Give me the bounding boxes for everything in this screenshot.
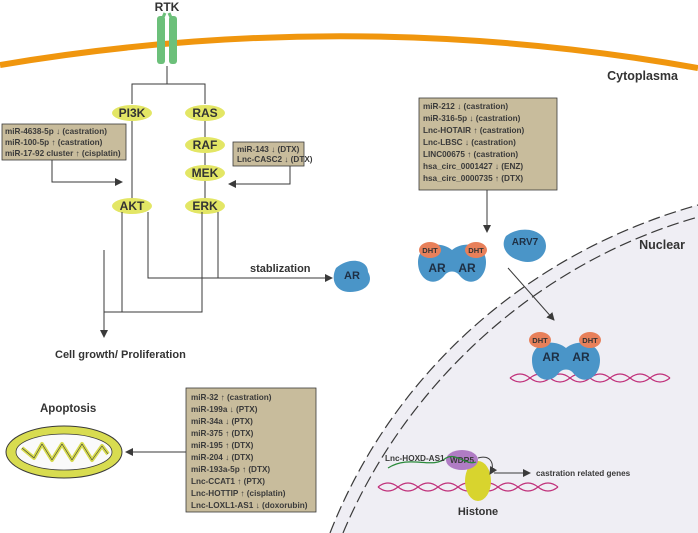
rtk-receptor-icon	[157, 12, 177, 64]
apoptosis-reg-line: miR-204 ↓ (DTX)	[191, 453, 254, 462]
node-mek-label: MEK	[192, 166, 219, 180]
ar-reg-line: miR-212 ↓ (castration)	[423, 102, 508, 111]
apoptosis-reg-line: miR-375 ↑ (DTX)	[191, 429, 254, 438]
node-raf-label: RAF	[193, 138, 218, 152]
pi3k-reg-line: miR-100-5p ↑ (castration)	[5, 138, 103, 147]
apoptosis-reg-line: miR-34a ↓ (PTX)	[191, 417, 253, 426]
apoptosis-reg-line: Lnc-LOXL1-AS1 ↓ (doxorubin)	[191, 501, 308, 510]
apoptosis-regulator-box: miR-32 ↑ (castration) miR-199a ↓ (PTX) m…	[185, 387, 317, 513]
downstream-lines	[100, 212, 333, 338]
nucleus-label: Nuclear	[639, 238, 685, 252]
ar-label: AR	[542, 350, 560, 364]
apoptosis-reg-line: Lnc-HOTTIP ↑ (cisplatin)	[191, 489, 286, 498]
node-akt: AKT	[112, 198, 152, 214]
ar-label: AR	[344, 270, 360, 282]
histone-label: Histone	[458, 506, 498, 518]
node-akt-label: AKT	[120, 199, 145, 213]
apoptosis-reg-line: miR-32 ↑ (castration)	[191, 393, 272, 402]
dht-label: DHT	[468, 246, 484, 255]
nucleus	[329, 204, 698, 533]
cell-membrane	[0, 33, 698, 71]
cell-growth-label: Cell growth/ Proliferation	[55, 349, 186, 361]
ar-label: AR	[572, 350, 590, 364]
node-pi3k: PI3K	[112, 105, 152, 121]
ar-reg-line: hsa_circ_0001427 ↓ (ENZ)	[423, 162, 523, 171]
node-raf: RAF	[185, 137, 225, 153]
dht-label: DHT	[582, 336, 598, 345]
node-pi3k-label: PI3K	[119, 106, 146, 120]
castration-genes-label: castration related genes	[536, 469, 631, 478]
lnc-hoxd-rna	[387, 456, 477, 469]
apoptosis-reg-line: miR-195 ↑ (DTX)	[191, 441, 254, 450]
pi3k-reg-line: miR-17-92 cluster ↑ (cisplatin)	[5, 149, 121, 158]
node-ras: RAS	[185, 105, 225, 121]
pathway-lines	[131, 121, 206, 198]
mek-reg-line: Lnc-CASC2 ↓ (DTX)	[237, 155, 313, 164]
dht-label: DHT	[532, 336, 548, 345]
ar-reg-line: Lnc-LBSC ↓ (castration)	[423, 138, 516, 147]
mek-regulator-box: miR-143 ↓ (DTX) Lnc-CASC2 ↓ (DTX)	[232, 141, 313, 167]
ar-dimer-dht-nucleus: DHT DHT AR AR	[529, 332, 601, 380]
mek-reg-line: miR-143 ↓ (DTX)	[237, 145, 300, 154]
apoptosis-reg-line: miR-193a-5p ↑ (DTX)	[191, 465, 270, 474]
rtk-connectors	[131, 66, 206, 104]
dht-label: DHT	[422, 246, 438, 255]
ar-reg-line: LINC00675 ↑ (castration)	[423, 150, 518, 159]
arv7-protein: ARV7	[503, 229, 546, 263]
node-erk-label: ERK	[192, 199, 218, 213]
pi3k-reg-line: miR-4638-5p ↓ (castration)	[5, 127, 107, 136]
wdr5-histone-arrow	[477, 456, 498, 475]
lnc-hoxd-label: Lnc-HOXD-AS1	[385, 454, 445, 463]
arv7-label: ARV7	[512, 237, 539, 248]
apoptosis-reg-line: Lnc-CCAT1 ↑ (PTX)	[191, 477, 265, 486]
ar-label: AR	[458, 261, 476, 275]
wdr5-label: WDR5	[450, 456, 475, 465]
ar-reg-line: hsa_circ_0000735 ↑ (DTX)	[423, 174, 523, 183]
pi3k-regulator-box: miR-4638-5p ↓ (castration) miR-100-5p ↑ …	[1, 123, 127, 161]
mek-box-arrow	[228, 166, 291, 188]
apoptosis-reg-line: miR-199a ↓ (PTX)	[191, 405, 258, 414]
mitochondrion-icon	[5, 425, 123, 479]
pi3k-box-arrow	[51, 160, 123, 186]
rtk-label: RTK	[155, 0, 180, 14]
histone-icon	[465, 461, 491, 501]
stabilization-label: stablization	[250, 263, 311, 275]
node-erk: ERK	[185, 198, 225, 214]
ar-label: AR	[428, 261, 446, 275]
ar-translocation-arrow	[507, 267, 555, 321]
cytoplasm-label: Cytoplasma	[607, 69, 679, 83]
ar-protein-cytoplasm: AR	[333, 260, 370, 292]
ar-regulator-box: miR-212 ↓ (castration) miR-316-5p ↓ (cas…	[418, 97, 558, 191]
ar-reg-line: Lnc-HOTAIR ↑ (castration)	[423, 126, 525, 135]
ar-reg-line: miR-316-5p ↓ (castration)	[423, 114, 521, 123]
apoptosis-label: Apoptosis	[40, 403, 96, 415]
node-mek: MEK	[185, 165, 225, 181]
node-ras-label: RAS	[192, 106, 217, 120]
ar-dimer-dht-cytoplasm: DHT DHT AR AR	[418, 242, 487, 282]
